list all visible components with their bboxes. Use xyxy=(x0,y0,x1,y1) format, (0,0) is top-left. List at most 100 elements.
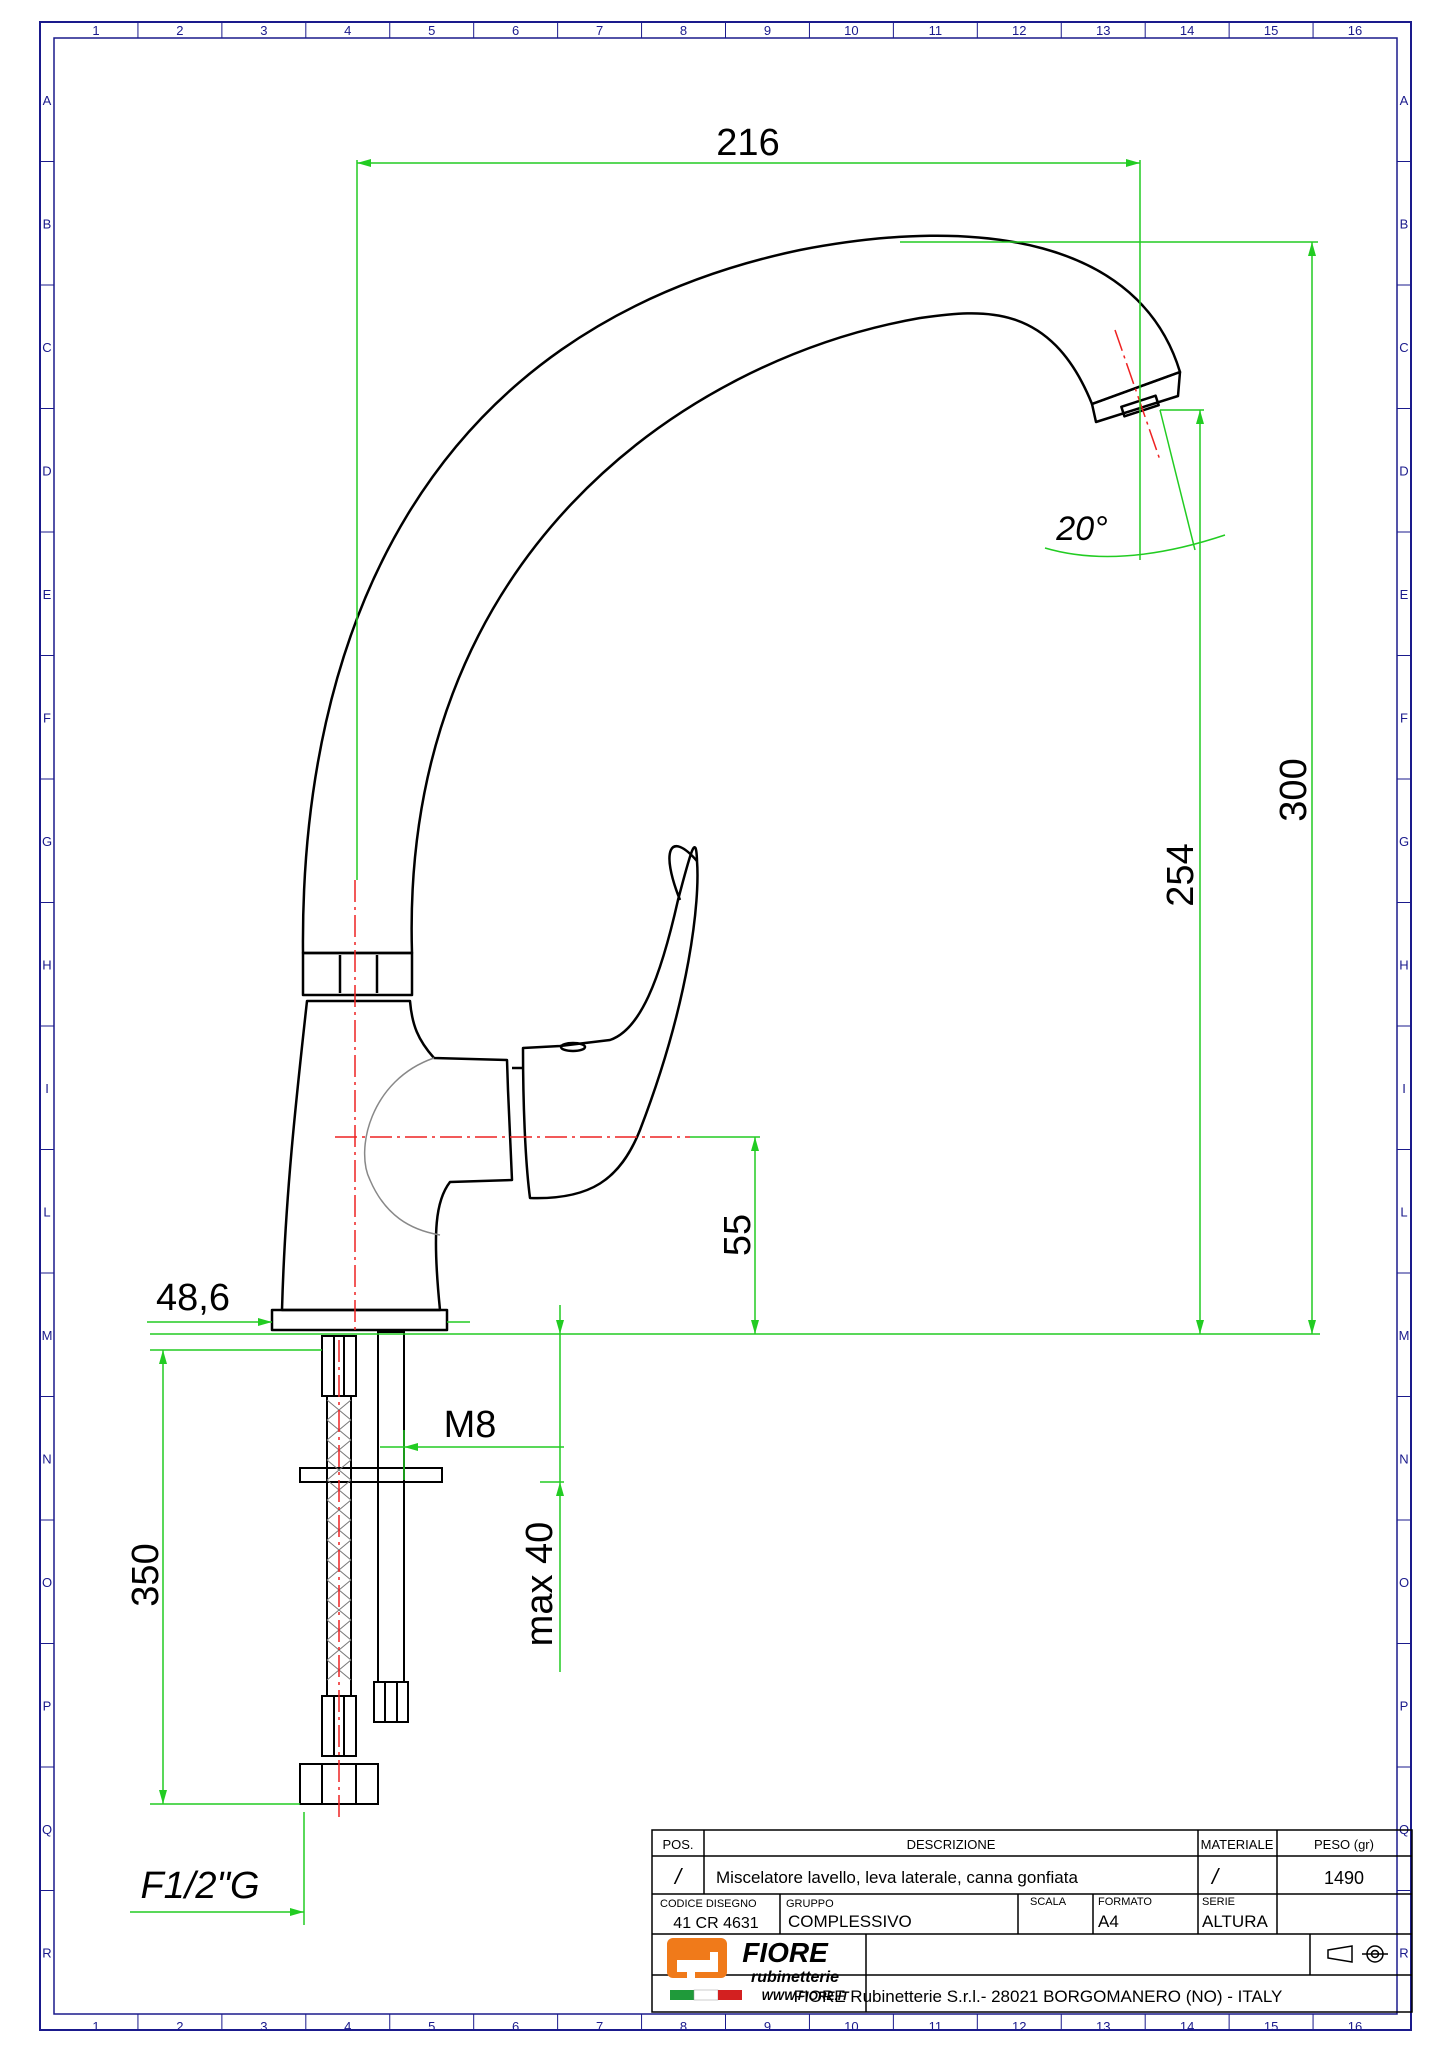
grid-column-label: 16 xyxy=(1348,23,1362,38)
supply-hose xyxy=(299,1331,443,1805)
projection-symbol-icon xyxy=(1327,1945,1388,1963)
dim-55-label: 55 xyxy=(717,1214,759,1256)
dim-216-label: 216 xyxy=(716,122,779,164)
code-header: CODICE DISEGNO xyxy=(660,1898,757,1910)
grid-column-label: 10 xyxy=(844,2019,858,2034)
grid-row-label: F xyxy=(43,710,51,725)
pos-value: / xyxy=(673,1864,683,1889)
grid-row-label: G xyxy=(1399,834,1409,849)
dim-48-6-label: 48,6 xyxy=(156,1277,230,1319)
grid-column-label: 13 xyxy=(1096,2019,1110,2034)
grid-column-label: 14 xyxy=(1180,23,1194,38)
grid-column-label: 15 xyxy=(1264,2019,1278,2034)
pos-header: POS. xyxy=(662,1837,693,1852)
grid-column-label: 5 xyxy=(428,2019,435,2034)
fiore-logo: FIORE rubinetterie WWW.FIORE.IT xyxy=(667,1937,850,2003)
grid-column-label: 2 xyxy=(176,23,183,38)
dim-m8-label: M8 xyxy=(444,1404,497,1446)
grid-row-label: N xyxy=(1399,1451,1408,1466)
material-header: MATERIALE xyxy=(1201,1837,1274,1852)
grid-row-label: C xyxy=(1399,340,1408,355)
series-header: SERIE xyxy=(1202,1896,1235,1908)
grid-row-label: R xyxy=(42,1945,51,1960)
title-block-text: POS. DESCRIZIONE MATERIALE PESO (gr) / M… xyxy=(660,1837,1374,2006)
description-value: Miscelatore lavello, leva laterale, cann… xyxy=(716,1868,1078,1887)
dimension-labels: 216 300 254 20° 55 48,6 M8 max 40 350 F1… xyxy=(125,122,1315,1907)
grid-row-label: M xyxy=(1399,1328,1410,1343)
title-block xyxy=(651,1829,1413,2013)
drawing-frame xyxy=(39,21,1412,2031)
grid-column-label: 15 xyxy=(1264,23,1278,38)
grid-row-label: F xyxy=(1400,710,1408,725)
grid-row-label: H xyxy=(42,957,51,972)
grid-row-label: B xyxy=(43,216,52,231)
format-header: FORMATO xyxy=(1098,1896,1152,1908)
grid-column-label: 11 xyxy=(929,23,943,38)
grid-column-label: 1 xyxy=(92,2019,99,2034)
logo-website: WWW.FIORE.IT xyxy=(761,1989,850,2003)
code-value: 41 CR 4631 xyxy=(673,1915,758,1932)
grid-row-label: H xyxy=(1399,957,1408,972)
grid-column-label: 11 xyxy=(929,2019,943,2034)
grid-row-label: B xyxy=(1400,216,1409,231)
grid-column-label: 16 xyxy=(1348,2019,1362,2034)
grid-column-label: 6 xyxy=(512,23,519,38)
grid-row-label: M xyxy=(42,1328,53,1343)
group-header: GRUPPO xyxy=(786,1898,834,1910)
grid-column-label: 6 xyxy=(512,2019,519,2034)
logo-brand: FIORE xyxy=(742,1937,829,1968)
company-address: FIORE Rubinetterie S.r.l.- 28021 BORGOMA… xyxy=(794,1987,1283,2006)
grid-column-label: 3 xyxy=(260,2019,267,2034)
grid-column-label: 7 xyxy=(596,23,603,38)
grid-row-label: R xyxy=(1399,1945,1408,1960)
dimension-arrows xyxy=(159,159,1316,1916)
grid-column-label: 2 xyxy=(176,2019,183,2034)
grid-column-label: 12 xyxy=(1012,23,1026,38)
grid-column-label: 10 xyxy=(844,23,858,38)
grid-row-label: A xyxy=(43,93,52,108)
grid-row-label: P xyxy=(43,1698,52,1713)
grid-row-label: D xyxy=(1399,463,1408,478)
dim-350-label: 350 xyxy=(125,1543,167,1606)
grid-row-label: O xyxy=(42,1575,52,1590)
dim-300-label: 300 xyxy=(1273,758,1315,821)
material-value: / xyxy=(1210,1864,1220,1889)
grid-row-label: O xyxy=(1399,1575,1409,1590)
grid-column-label: 5 xyxy=(428,23,435,38)
grid-column-label: 8 xyxy=(680,2019,687,2034)
group-value: COMPLESSIVO xyxy=(788,1912,912,1931)
grid-row-label: D xyxy=(42,463,51,478)
grid-column-label: 3 xyxy=(260,23,267,38)
grid-column-label: 13 xyxy=(1096,23,1110,38)
scale-header: SCALA xyxy=(1030,1896,1067,1908)
grid-column-label: 12 xyxy=(1012,2019,1026,2034)
logo-subtitle: rubinetterie xyxy=(751,1969,839,1986)
grid-column-label: 4 xyxy=(344,2019,351,2034)
weight-header: PESO (gr) xyxy=(1314,1837,1374,1852)
grid-column-label: 8 xyxy=(680,23,687,38)
grid-column-label: 4 xyxy=(344,23,351,38)
grid-row-label: L xyxy=(43,1204,50,1219)
dim-f12g-label: F1/2"G xyxy=(140,1865,259,1907)
grid-row-label: A xyxy=(1400,93,1409,108)
grid-reference-labels: 1122334455667788991010111112121313141415… xyxy=(40,22,1411,2034)
dim-angle-label: 20° xyxy=(1055,510,1107,548)
grid-row-label: P xyxy=(1400,1698,1409,1713)
grid-column-label: 14 xyxy=(1180,2019,1194,2034)
description-header: DESCRIZIONE xyxy=(907,1837,996,1852)
dim-max40-label: max 40 xyxy=(519,1522,561,1647)
grid-row-label: I xyxy=(1402,1081,1406,1096)
grid-column-label: 7 xyxy=(596,2019,603,2034)
weight-value: 1490 xyxy=(1324,1868,1364,1888)
grid-row-label: N xyxy=(42,1451,51,1466)
center-lines xyxy=(335,329,1161,1820)
faucet-outline xyxy=(270,234,1182,1332)
series-value: ALTURA xyxy=(1202,1912,1268,1931)
dimension-lines xyxy=(130,160,1320,1925)
grid-row-label: I xyxy=(45,1081,49,1096)
grid-column-label: 1 xyxy=(92,23,99,38)
grid-row-label: Q xyxy=(42,1822,52,1837)
format-value: A4 xyxy=(1098,1912,1119,1931)
